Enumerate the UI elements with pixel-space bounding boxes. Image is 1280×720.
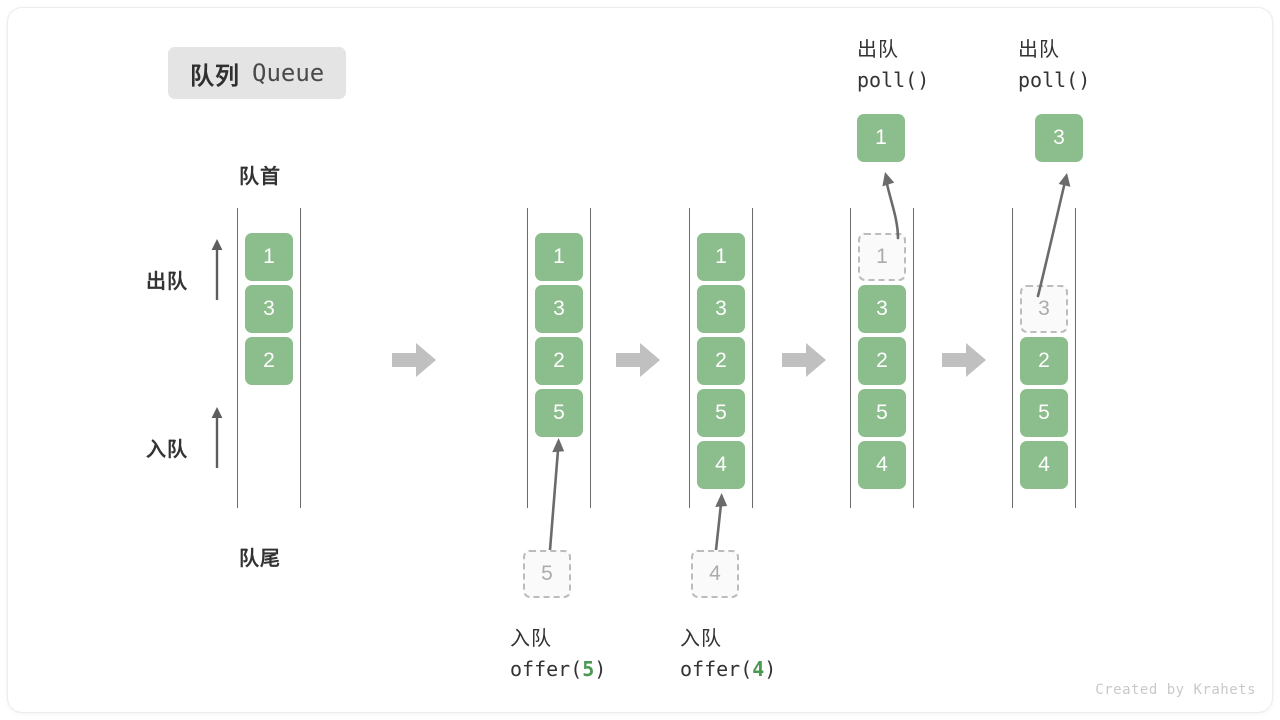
queue-slot: 1 [245,233,293,281]
rail-left [527,208,528,508]
code-arg: 5 [582,657,595,681]
flow-arrow [616,343,660,377]
queue-head-label: 队首 [239,166,281,188]
enqueue-direction-arrow [210,406,224,468]
flow-arrow [392,343,436,377]
queue-slot: 5 [1020,389,1068,437]
queue-slot: 4 [1020,441,1068,489]
rail-right [1075,208,1076,508]
queue-cell: 2 [245,337,293,385]
queue-cell: 2 [697,337,745,385]
operation-label-cn: 出队 [857,39,899,61]
queue-slot: 1 [858,233,906,281]
queue-column-poll-3: 3 2 5 4 [1012,208,1076,508]
queue-slot: 2 [245,337,293,385]
queue-cell-ghost: 4 [691,550,739,598]
code-prefix: offer( [510,657,583,681]
queue-cell: 4 [697,441,745,489]
enqueue-direction-label: 入队 [146,439,188,461]
queue-cell: 1 [245,233,293,281]
code-arg: 4 [752,657,765,681]
queue-column-offer-5: 1 3 2 5 [527,208,591,508]
queue-slot: 4 [858,441,906,489]
queue-slot: 5 [535,389,583,437]
queue-cell-ghost: 5 [523,550,571,598]
flow-arrow [942,343,986,377]
enqueue-motion-arrow [520,432,580,552]
operation-code: offer(4) [680,657,776,681]
queue-cell: 2 [858,337,906,385]
rail-right [300,208,301,508]
enqueue-motion-arrow [694,488,744,552]
rail-left [1012,208,1013,508]
rail-right [590,208,591,508]
queue-cell: 4 [858,441,906,489]
code-suffix: ) [594,657,607,681]
queue-cell: 5 [535,389,583,437]
queue-cell: 1 [857,114,905,162]
queue-column-offer-4: 1 3 2 5 4 [689,208,753,508]
queue-slot: 2 [535,337,583,385]
title-chinese: 队列 [190,62,240,90]
queue-slot: 3 [858,285,906,333]
code-suffix: ) [764,657,777,681]
queue-slot: 1 [535,233,583,281]
dequeue-direction-label: 出队 [146,271,188,293]
operation-code: poll() [1018,68,1091,92]
watermark: Created by Krahets [1095,682,1256,698]
queue-slot: 3 [697,285,745,333]
queue-slot: 5 [858,389,906,437]
queue-cell: 3 [245,285,293,333]
rail-left [689,208,690,508]
code-prefix: offer( [680,657,753,681]
diagram-title-badge: 队列 Queue [168,47,347,99]
queue-cell: 3 [535,285,583,333]
queue-column-initial: 1 3 2 [237,208,301,508]
queue-cell: 5 [1020,389,1068,437]
queue-cell: 3 [858,285,906,333]
rail-right [752,208,753,508]
queue-slot: 2 [697,337,745,385]
queue-slot: 4 [697,441,745,489]
queue-column-poll-1: 1 3 2 5 4 [850,208,914,508]
queue-slot: 3 [1020,285,1068,333]
dequeue-motion-arrow [876,168,922,240]
queue-slot: 5 [697,389,745,437]
rail-left [850,208,851,508]
queue-cell: 1 [697,233,745,281]
queue-slot: 3 [535,285,583,333]
dequeued-element: 1 [857,114,905,162]
queue-cell: 2 [1020,337,1068,385]
queue-cell: 3 [697,285,745,333]
queue-tail-label: 队尾 [239,548,281,570]
rail-left [237,208,238,508]
dequeue-motion-arrow [1032,168,1088,298]
queue-cell: 3 [1035,114,1083,162]
incoming-element-ghost: 4 [691,550,739,598]
queue-cell-ghost: 3 [1020,285,1068,333]
incoming-element-ghost: 5 [523,550,571,598]
queue-cell: 4 [1020,441,1068,489]
operation-label-cn: 入队 [680,628,722,650]
dequeued-element: 3 [1035,114,1083,162]
rail-right [913,208,914,508]
queue-cell: 2 [535,337,583,385]
dequeue-direction-arrow [210,238,224,300]
queue-cell-ghost: 1 [858,233,906,281]
operation-code: poll() [857,68,930,92]
queue-slot: 2 [858,337,906,385]
queue-cell: 5 [697,389,745,437]
queue-cell: 1 [535,233,583,281]
queue-slot: 3 [245,285,293,333]
queue-slot: 1 [697,233,745,281]
operation-label-cn: 入队 [510,628,552,650]
operation-label-cn: 出队 [1018,39,1060,61]
operation-code: offer(5) [510,657,606,681]
flow-arrow [782,343,826,377]
queue-cell: 5 [858,389,906,437]
title-english: Queue [252,59,325,87]
queue-slot: 2 [1020,337,1068,385]
